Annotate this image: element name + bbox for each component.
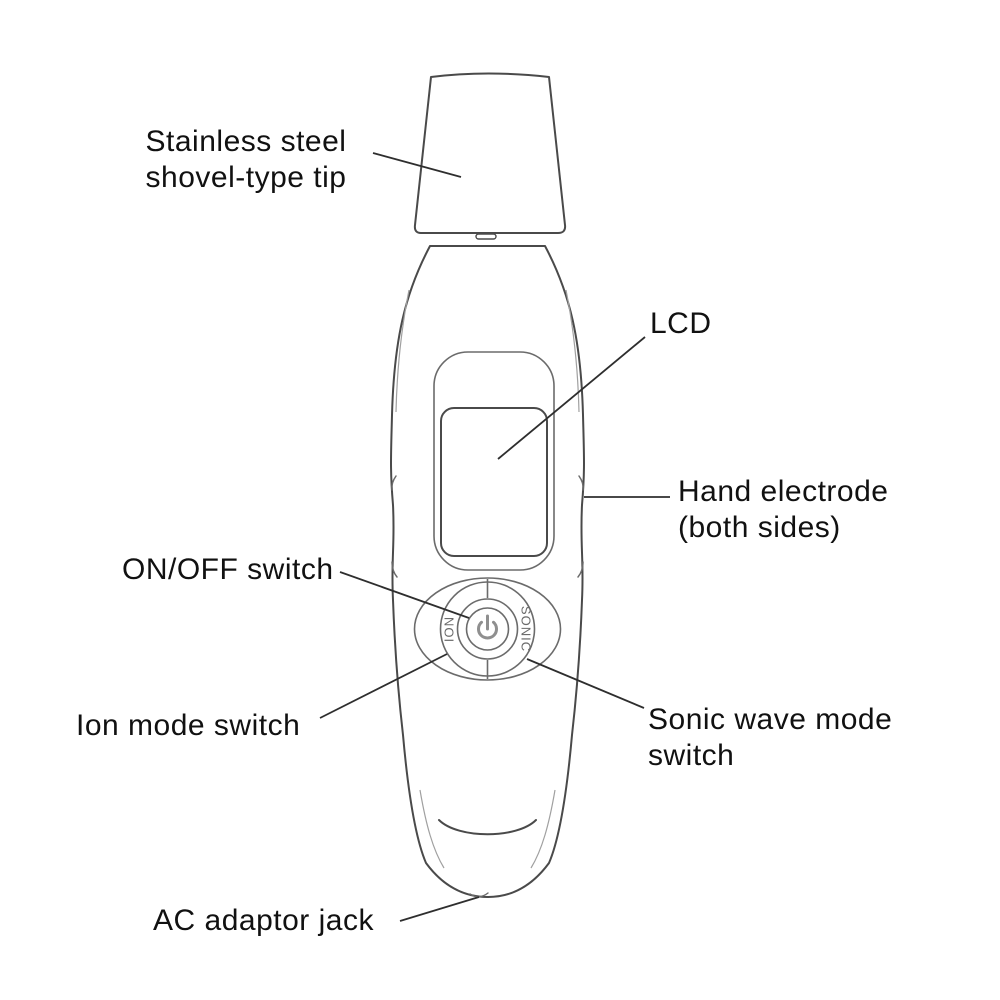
ion-dial-text: ION bbox=[442, 616, 457, 642]
label-lcd: LCD bbox=[650, 307, 712, 340]
shovel-tip bbox=[413, 72, 567, 234]
power-icon bbox=[477, 614, 498, 640]
leader-ion bbox=[319, 653, 448, 719]
lcd-screen bbox=[440, 407, 548, 557]
ac-jack-notch bbox=[469, 892, 489, 898]
leader-lcd bbox=[497, 336, 646, 460]
hand-electrode-notches bbox=[391, 475, 584, 578]
label-on-off-switch: ON/OFF switch bbox=[122, 553, 334, 586]
leader-on-off bbox=[339, 571, 470, 619]
control-dial bbox=[413, 577, 562, 681]
label-shovel-tip: Stainless steel shovel-type tip bbox=[145, 125, 347, 194]
label-ac-adaptor-jack: AC adaptor jack bbox=[153, 904, 374, 937]
label-sonic-mode-switch: Sonic wave mode switch bbox=[648, 703, 893, 772]
label-ion-mode-switch: Ion mode switch bbox=[76, 709, 301, 742]
bottom-accent-curve bbox=[438, 819, 537, 836]
highlight-lines bbox=[395, 289, 580, 869]
leader-sonic bbox=[526, 658, 645, 709]
sonic-dial-text: SONIC bbox=[519, 606, 534, 652]
leader-lines bbox=[319, 152, 670, 922]
tip-slot bbox=[475, 233, 497, 240]
label-hand-electrode: Hand electrode (both sides) bbox=[678, 475, 889, 544]
leader-tip bbox=[372, 152, 462, 178]
device-body bbox=[390, 245, 585, 898]
leader-ac-jack bbox=[399, 896, 480, 922]
